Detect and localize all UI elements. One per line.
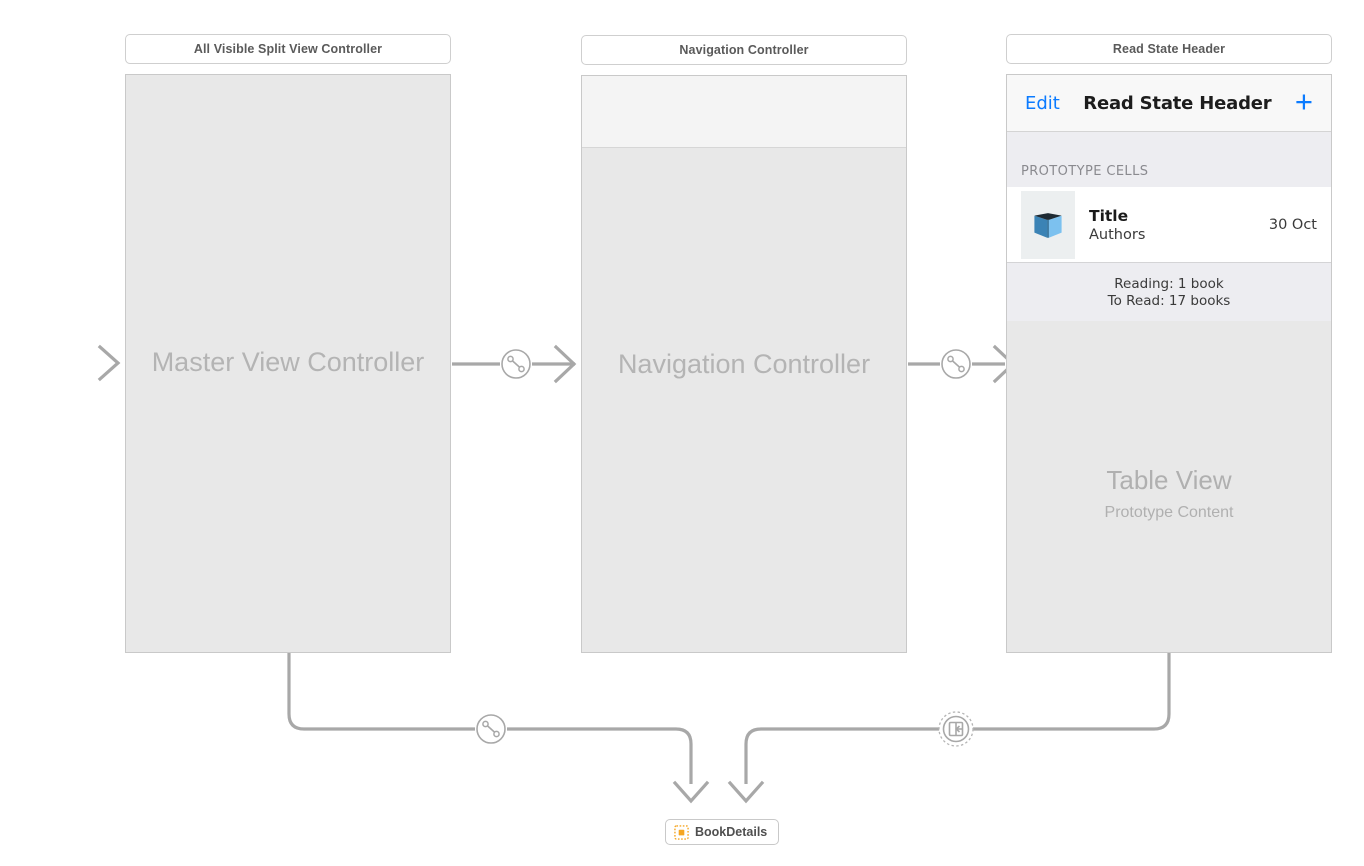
scene-title-navigation-controller[interactable]: Navigation Controller	[581, 35, 907, 65]
navigation-bar-strip	[582, 76, 906, 148]
master-view-controller-placeholder: Master View Controller	[151, 347, 425, 377]
storyboard-reference-bookdetails[interactable]: BookDetails	[665, 819, 780, 845]
table-view-placeholder-subtitle: Prototype Content	[1104, 504, 1234, 521]
scene-body-split-view[interactable]: Master View Controller	[125, 74, 451, 653]
navbar-title: Read State Header	[1083, 92, 1272, 114]
storyboard-reference-label: BookDetails	[695, 825, 768, 839]
read-state-footer: Reading: 1 book To Read: 17 books	[1007, 263, 1331, 321]
scene-body-navigation-controller[interactable]: Navigation Controller	[581, 75, 907, 653]
navigation-controller-placeholder: Navigation Controller	[617, 349, 871, 379]
scene-title-label: All Visible Split View Controller	[193, 42, 383, 56]
scene-title-label: Navigation Controller	[679, 43, 809, 57]
section-header-label: PROTOTYPE CELLS	[1021, 164, 1149, 179]
cell-text-stack: Title Authors	[1075, 207, 1269, 243]
book-icon	[1021, 190, 1075, 259]
relationship-segue-icon[interactable]	[939, 347, 973, 381]
scene-title-label: Read State Header	[1112, 42, 1226, 56]
footer-reading-count: Reading: 1 book	[1114, 275, 1224, 292]
table-view-placeholder: Table View Prototype Content	[1007, 465, 1331, 522]
table-navigation-bar: Edit Read State Header +	[1007, 75, 1331, 132]
show-detail-segue-icon[interactable]	[937, 710, 975, 748]
storyboard-reference-icon	[674, 824, 689, 840]
table-view-placeholder-title: Table View	[1106, 465, 1232, 495]
add-button[interactable]: +	[1294, 84, 1313, 119]
cell-title: Title	[1089, 206, 1129, 225]
prototype-cells-section-header: PROTOTYPE CELLS	[1007, 132, 1331, 187]
footer-toread-count: To Read: 17 books	[1107, 292, 1231, 309]
cell-subtitle: Authors	[1089, 226, 1146, 243]
edit-button[interactable]: Edit	[1025, 92, 1060, 114]
scene-body-read-state-header[interactable]: Edit Read State Header + PROTOTYPE CELLS…	[1006, 74, 1332, 653]
book-icon-glyph	[1034, 212, 1062, 238]
entry-point-arrow	[4, 344, 121, 382]
table-row[interactable]: Title Authors 30 Oct	[1007, 187, 1331, 263]
relationship-segue-icon[interactable]	[474, 712, 508, 746]
relationship-segue-icon[interactable]	[499, 347, 533, 381]
scene-title-read-state-header[interactable]: Read State Header	[1006, 34, 1332, 64]
scene-title-split-view[interactable]: All Visible Split View Controller	[125, 34, 451, 64]
cell-date: 30 Oct	[1268, 216, 1317, 233]
